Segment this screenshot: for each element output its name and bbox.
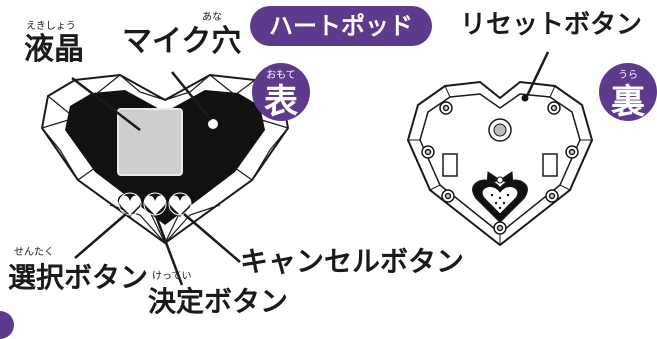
title-badge: ハートポッド <box>250 6 432 46</box>
mic-hole <box>208 119 218 129</box>
reset-label: リセットボタン <box>460 10 643 40</box>
decide-label: 決定ボタン <box>148 285 289 318</box>
cancel-leader <box>183 213 241 263</box>
button-ring <box>118 192 142 216</box>
reset-leader <box>525 51 550 97</box>
back-center-dot <box>493 123 507 137</box>
back-badge-label: 裏 <box>611 82 645 122</box>
leader-lines-front <box>71 71 241 286</box>
front-badge: おもて 表 <box>252 63 310 121</box>
button-ring <box>168 192 192 216</box>
decide-button <box>142 194 168 218</box>
front-device <box>40 73 290 245</box>
front-badge-ruby: おもて <box>266 70 296 81</box>
battery-cover <box>472 171 528 224</box>
back-slot-right <box>542 153 558 177</box>
select-leader <box>74 213 127 259</box>
back-badge-ruby: うら <box>618 70 638 81</box>
button-ring <box>143 192 167 216</box>
lcd-label: 液晶 <box>24 32 84 67</box>
bow-icon <box>486 171 514 185</box>
mic-leader <box>171 71 212 121</box>
mic-ruby: あな <box>202 12 222 23</box>
lcd-screen <box>117 108 183 176</box>
select-ruby: せんたく <box>14 247 54 258</box>
back-facets <box>408 85 592 245</box>
select-label: 選択ボタン <box>8 261 149 294</box>
decide-ruby: けってい <box>152 271 192 282</box>
diagram-canvas <box>40 51 594 286</box>
heart-pod-diagram: ハートポッド おもて 表 うら 裏 えきしょう 液晶 あな マイク穴 リセットボ… <box>0 6 657 339</box>
lcd-leader <box>71 77 141 131</box>
front-badge-label: 表 <box>264 82 298 122</box>
cancel-label: キャンセルボタン <box>240 245 465 278</box>
reset-hole <box>521 94 529 102</box>
cancel-button <box>167 194 193 218</box>
lcd-ruby: えきしょう <box>26 21 76 32</box>
mic-label: マイク穴 <box>122 24 242 59</box>
back-device <box>406 80 594 247</box>
decide-leader <box>154 215 184 286</box>
screws <box>421 101 579 235</box>
select-button <box>117 194 143 218</box>
back-slot-left <box>442 153 458 177</box>
back-badge: うら 裏 <box>599 63 657 121</box>
